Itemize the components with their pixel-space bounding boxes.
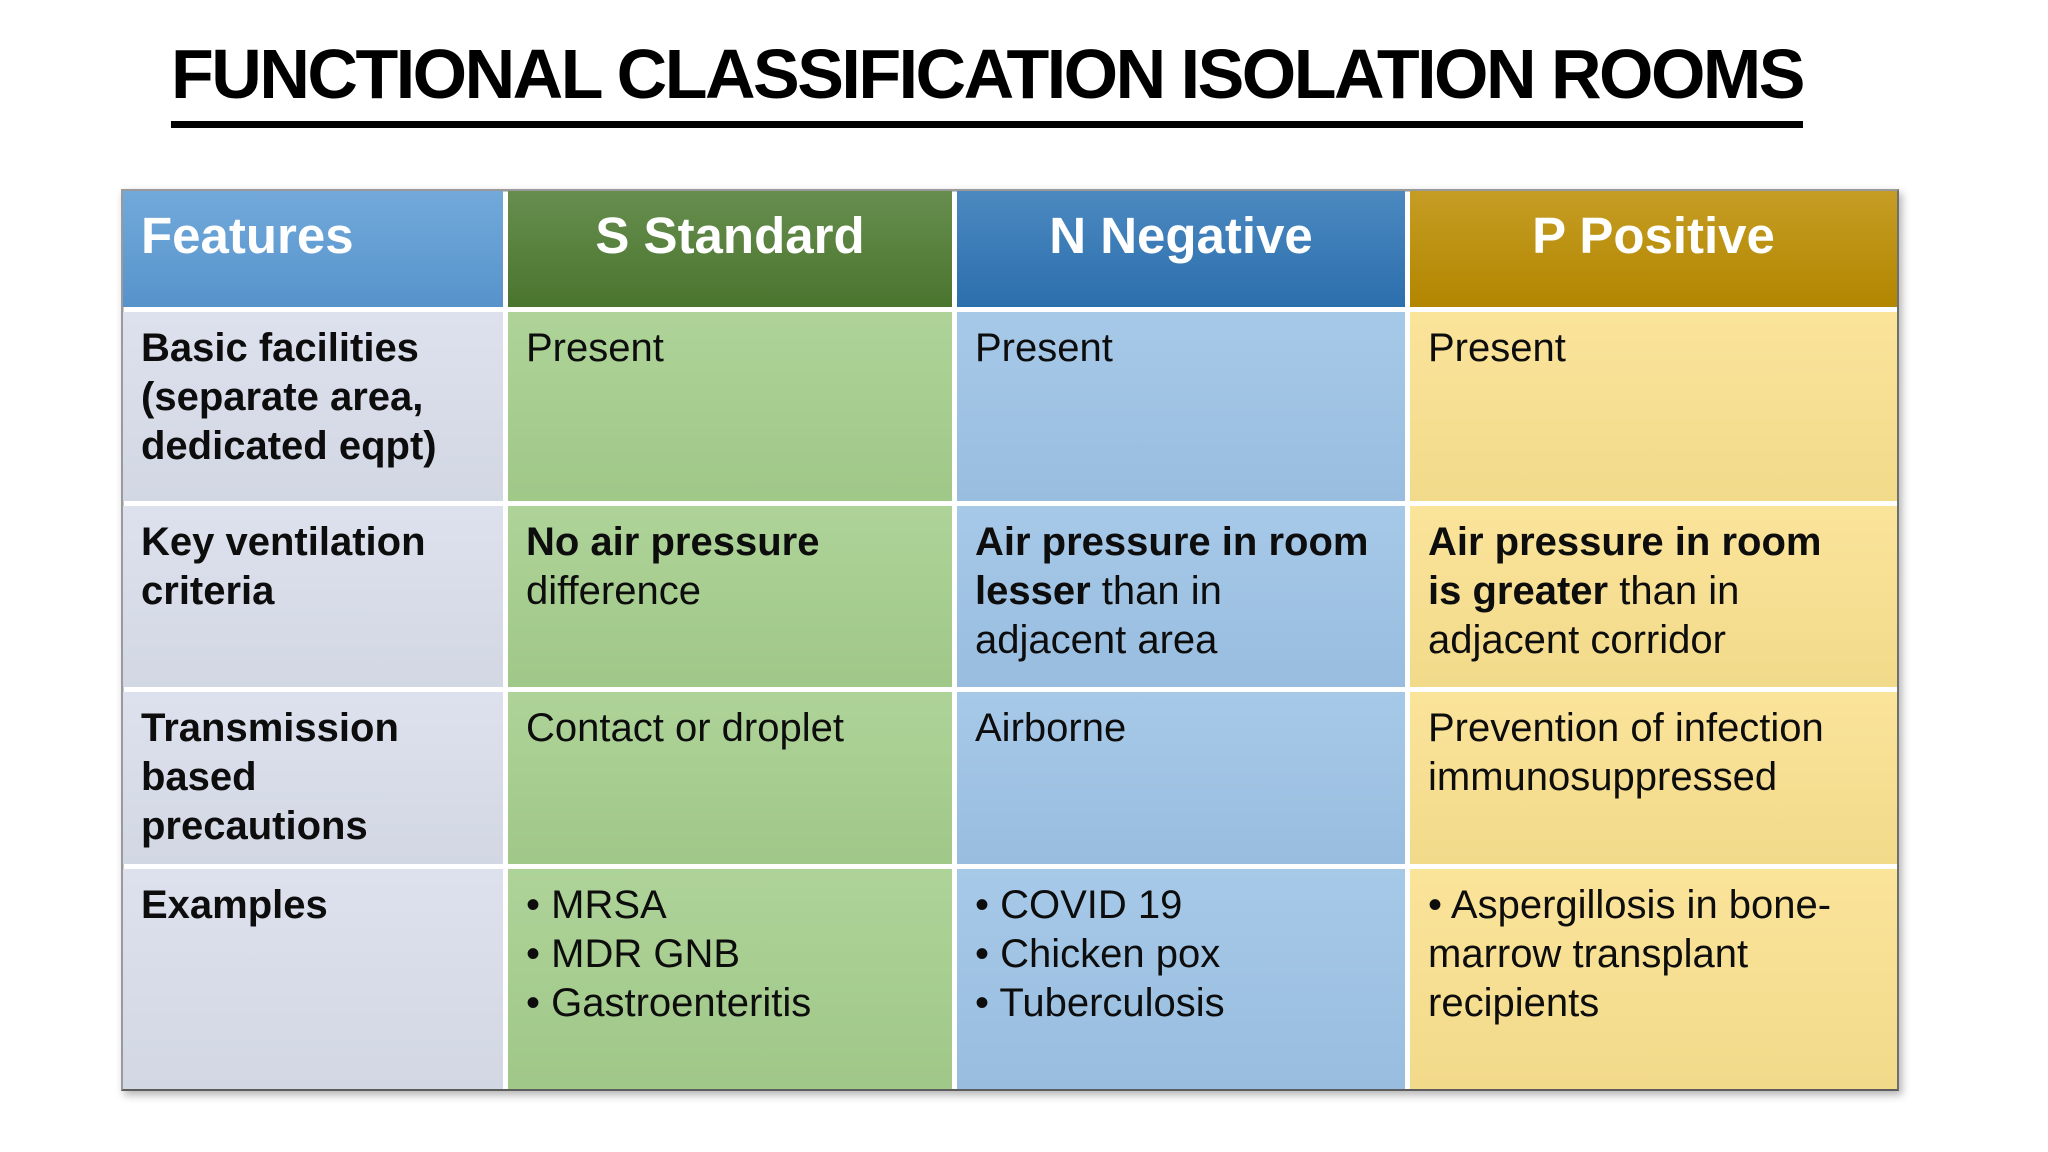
column-header-s-standard: S Standard [508,191,952,307]
cell-examples-negative: • COVID 19 • Chicken pox • Tuberculosis [957,869,1405,1089]
cell-basic-facilities-standard: Present [508,312,952,501]
row-label-key-ventilation: Key ventilation criteria [123,506,503,687]
page-title: FUNCTIONAL CLASSIFICATION ISOLATION ROOM… [171,37,1805,128]
column-header-p-positive: P Positive [1410,191,1897,307]
cell-precautions-standard: Contact or droplet [508,692,952,864]
cell-ventilation-negative: Air pressure in room lesser than in adja… [957,506,1405,687]
title-wrap: FUNCTIONAL CLASSIFICATION ISOLATION ROOM… [0,37,2048,128]
cell-ventilation-standard: No air pressure difference [508,506,952,687]
cell-examples-standard: • MRSA • MDR GNB • Gastroenteritis [508,869,952,1089]
row-label-basic-facilities: Basic facilities (separate area, dedicat… [123,312,503,501]
cell-ventilation-positive: Air pressure in room is greater than in … [1410,506,1897,687]
cell-basic-facilities-negative: Present [957,312,1405,501]
row-label-examples: Examples [123,869,503,1089]
cell-examples-positive: • Aspergillosis in bone- marrow transpla… [1410,869,1897,1089]
column-header-n-negative: N Negative [957,191,1405,307]
row-label-transmission-precautions: Transmission based precautions [123,692,503,864]
cell-basic-facilities-positive: Present [1410,312,1897,501]
isolation-rooms-table: Features S Standard N Negative P Positiv… [121,189,1899,1091]
cell-precautions-positive: Prevention of infection immunosuppressed [1410,692,1897,864]
column-header-features: Features [123,191,503,307]
cell-precautions-negative: Airborne [957,692,1405,864]
